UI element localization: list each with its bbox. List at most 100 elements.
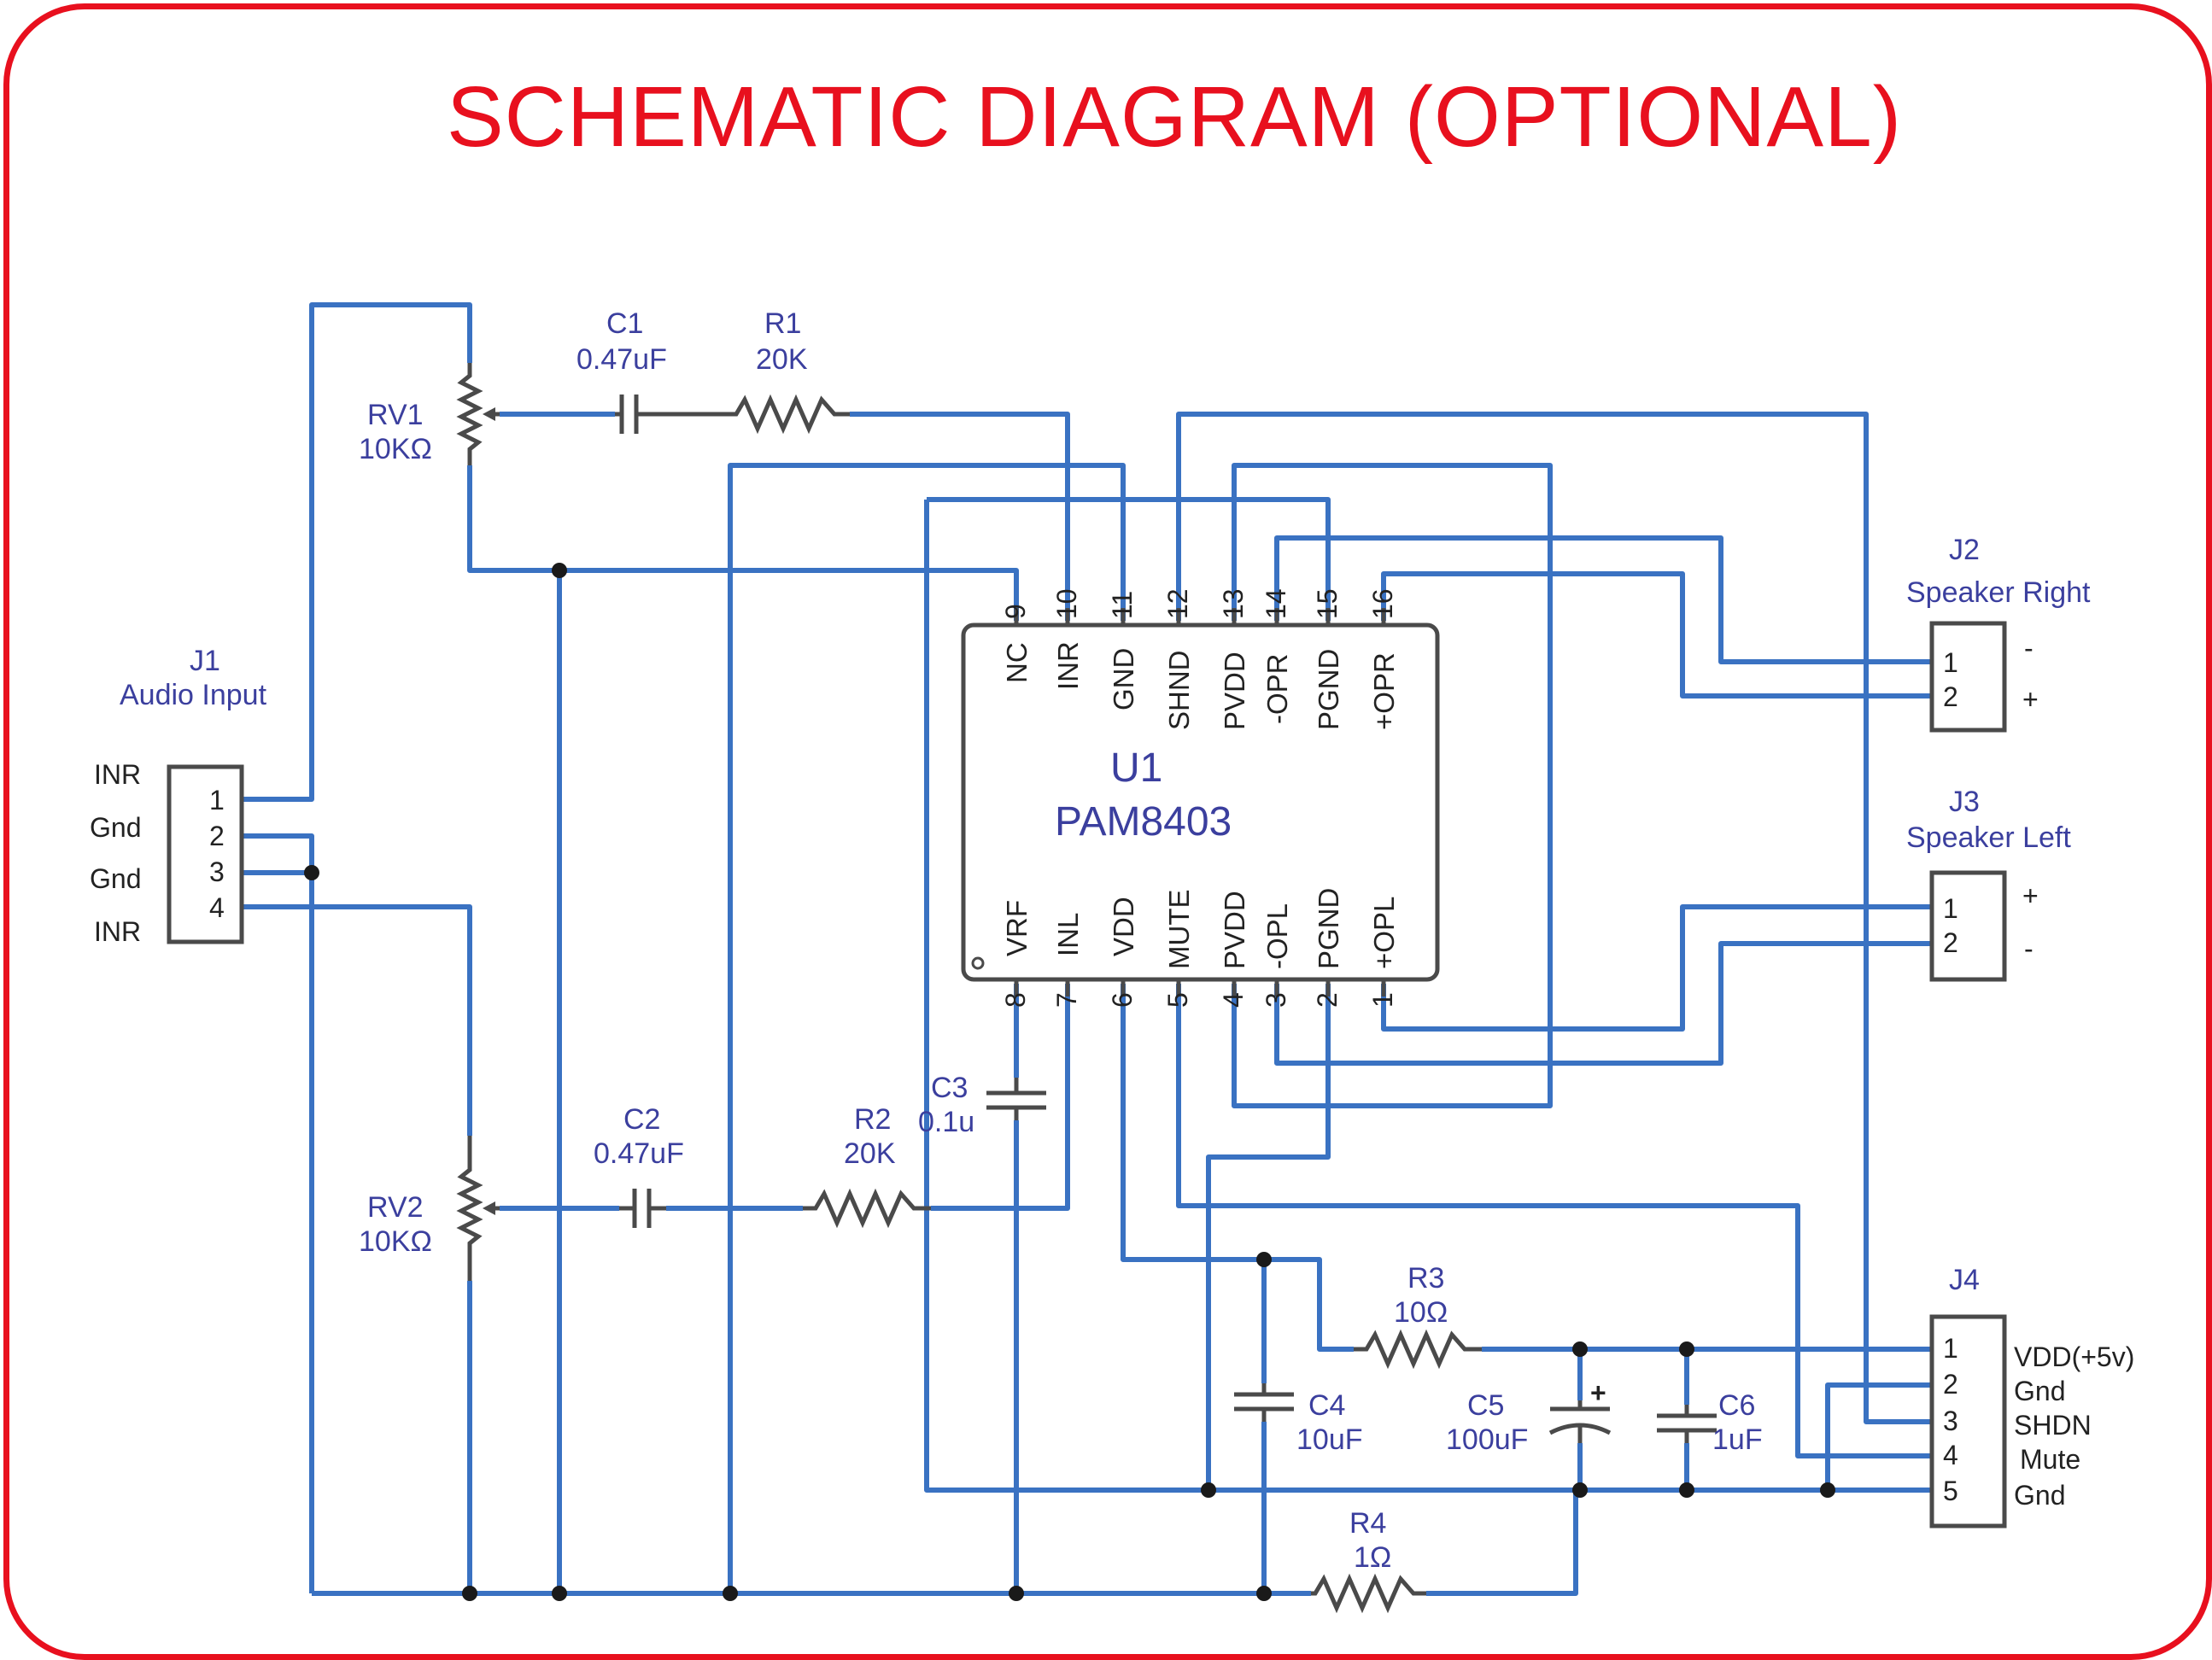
pin-label: Gnd xyxy=(90,812,141,843)
pin-label: Gnd xyxy=(2014,1480,2065,1511)
pin-name: -OPL xyxy=(1261,903,1293,969)
pin-number: 2 xyxy=(209,821,225,851)
rv1-value-label: 10KΩ xyxy=(359,433,432,465)
c3-capacitor: C3 0.1u xyxy=(918,1072,1046,1138)
rv2-value-label: 10KΩ xyxy=(359,1225,432,1258)
c5-value-label: 100uF xyxy=(1446,1423,1528,1456)
c6-capacitor: C6 1uF xyxy=(1657,1389,1763,1456)
c3-value-label: 0.1u xyxy=(918,1106,974,1138)
rv1-zigzag xyxy=(456,363,483,465)
pin-label: INR xyxy=(94,759,141,790)
pin-number: 4 xyxy=(1218,992,1249,1008)
j4-ref-label: J4 xyxy=(1949,1264,1980,1296)
rv2-wiper-arrow xyxy=(483,1201,495,1215)
c1-value-label: 0.47uF xyxy=(576,343,667,376)
wire-j1-pin2 xyxy=(243,833,314,873)
wire-shnd-to-j4 xyxy=(1176,412,1934,1424)
pin-number: 2 xyxy=(1943,927,1958,958)
pin-number: 6 xyxy=(1107,992,1138,1008)
pin-name: VDD xyxy=(1108,897,1139,956)
pin-name: INL xyxy=(1052,913,1084,956)
pin-number: 3 xyxy=(1261,992,1291,1008)
c6-value-label: 1uF xyxy=(1712,1423,1763,1456)
pin-number: 10 xyxy=(1051,588,1082,619)
polarity-mark: + xyxy=(2022,684,2039,715)
u1-body xyxy=(961,622,1440,982)
pin-number: 12 xyxy=(1162,588,1193,619)
r2-value-label: 20K xyxy=(844,1137,896,1170)
rv1-ref-label: RV1 xyxy=(367,399,424,431)
pin-label: Mute xyxy=(2020,1444,2080,1475)
u1-bottom-pin-leads xyxy=(1014,979,1386,997)
junction-dots xyxy=(304,563,1835,1601)
pin-number: 4 xyxy=(1943,1440,1958,1470)
j3-ref-label: J3 xyxy=(1949,786,1980,818)
pin-name: NC xyxy=(1001,642,1033,683)
pin-name: MUTE xyxy=(1163,890,1195,970)
u1-ref-label: U1 xyxy=(1110,745,1162,791)
junction-dot xyxy=(723,1586,738,1601)
pin-number: 3 xyxy=(1943,1406,1958,1436)
wire-j1-pin4-to-rv2 xyxy=(243,904,472,1136)
wire-gnd-row-j4-pin5 xyxy=(924,500,1934,1493)
c5-capacitor: + C5 100uF xyxy=(1446,1377,1612,1456)
r2-ref-label: R2 xyxy=(854,1103,891,1136)
junction-dot xyxy=(1820,1482,1835,1498)
c4-ref-label: C4 xyxy=(1308,1389,1345,1422)
wire-r1-to-inr xyxy=(850,412,1070,621)
pin-number: 1 xyxy=(1943,1333,1958,1364)
pin-name: VRF xyxy=(1001,900,1033,956)
pin-number: 14 xyxy=(1261,588,1291,619)
polarity-mark: + xyxy=(2022,880,2039,911)
u1-bottom-pin-numbers: 8 7 6 5 4 3 2 1 xyxy=(1000,992,1398,1008)
j1-body xyxy=(167,764,244,944)
r3-ref-label: R3 xyxy=(1407,1262,1444,1295)
u1-top-pin-leads xyxy=(1014,608,1386,625)
junction-dot xyxy=(304,865,319,880)
rv1-potentiometer: RV1 10KΩ xyxy=(359,363,500,465)
c1-capacitor: C1 0.47uF xyxy=(576,307,726,434)
r3-zigzag xyxy=(1354,1329,1482,1370)
c2-capacitor: C2 0.47uF xyxy=(594,1103,684,1228)
wire-gnd-pin11 xyxy=(728,463,1126,1593)
junction-dot xyxy=(1201,1482,1216,1498)
pin-number: 16 xyxy=(1367,588,1398,619)
pin-number: 13 xyxy=(1218,588,1249,619)
pin-name: PVDD xyxy=(1219,891,1250,969)
j4-body xyxy=(1929,1314,2007,1528)
wire-j4-pin2-to-pin5 xyxy=(1825,1382,1934,1490)
u1-part-label: PAM8403 xyxy=(1055,799,1232,845)
junction-dot xyxy=(552,563,567,578)
c3-ref-label: C3 xyxy=(931,1072,968,1104)
j3-name-label: Speaker Left xyxy=(1906,821,2071,854)
j2-name-label: Speaker Right xyxy=(1906,576,2091,609)
wire-j1-pin3-ground xyxy=(243,870,314,1593)
u1-ic: 9 10 11 12 13 14 15 16 NC INR GND SHND P… xyxy=(961,588,1440,1008)
pin-label: Gnd xyxy=(2014,1376,2065,1406)
c4-value-label: 10uF xyxy=(1296,1423,1363,1456)
c2-ref-label: C2 xyxy=(623,1103,660,1136)
pin-number: 5 xyxy=(1943,1476,1958,1506)
c5-plate-curved xyxy=(1548,1423,1612,1435)
wires xyxy=(243,302,1934,1596)
r4-zigzag xyxy=(1311,1573,1426,1614)
pin-label: Gnd xyxy=(90,863,141,894)
r1-zigzag xyxy=(726,394,850,435)
j1-name-label: Audio Input xyxy=(120,679,267,711)
junction-dot xyxy=(462,1586,477,1601)
wire-r4-to-c5 xyxy=(1426,1490,1578,1596)
wire-opr-minus-to-j2 xyxy=(1274,535,1934,664)
u1-pin1-marker xyxy=(971,956,985,970)
junction-dot xyxy=(1256,1586,1272,1601)
pin-number: 4 xyxy=(209,892,225,923)
wire-pgnd15-loop xyxy=(927,497,1331,621)
wire-opl-minus-to-j3 xyxy=(1274,941,1934,1066)
pin-label: VDD(+5v) xyxy=(2014,1341,2134,1372)
pin-number: 11 xyxy=(1107,591,1138,619)
r4-resistor: R4 1Ω xyxy=(1311,1507,1426,1614)
pin-number: 9 xyxy=(1000,604,1031,619)
pin-number: 15 xyxy=(1312,588,1343,619)
wire-j1-pin1-to-rv1 xyxy=(243,302,472,802)
pin-number: 2 xyxy=(1943,681,1958,712)
pin-label: SHDN xyxy=(2014,1410,2092,1441)
